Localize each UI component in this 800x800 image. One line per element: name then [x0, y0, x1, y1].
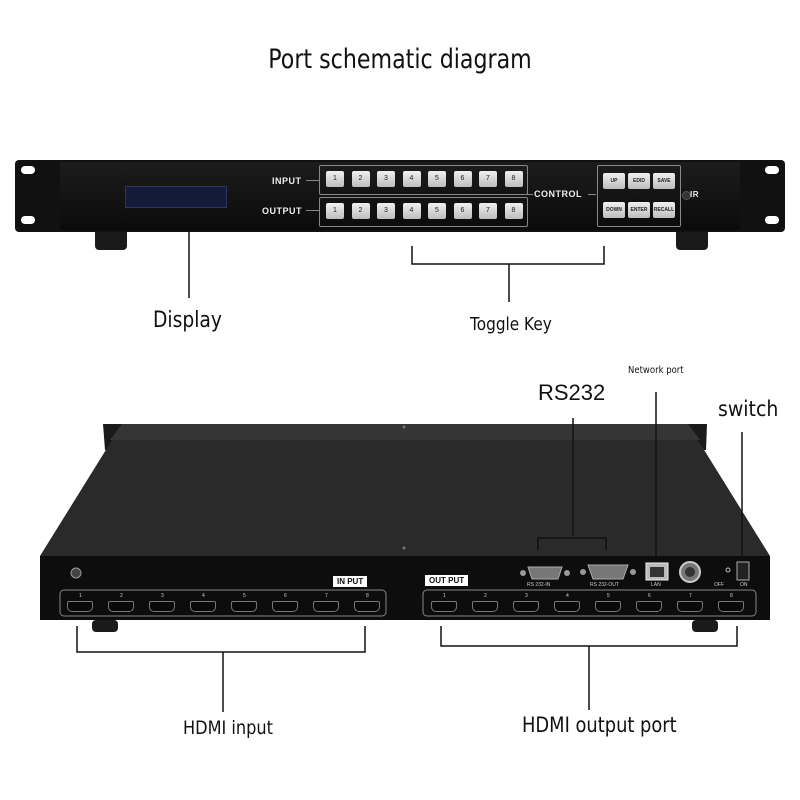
rs232-out-port [587, 564, 629, 580]
input-port-number: 6 [284, 593, 287, 599]
rear-top-surface [40, 424, 770, 556]
input-hdmi-port-4 [190, 601, 216, 612]
front-output-label: OUTPUT [262, 206, 302, 216]
ir-label: IR [690, 190, 699, 199]
output-hdmi-port-5 [595, 601, 621, 612]
callout-lines [76, 232, 743, 712]
input-port-number: 4 [202, 593, 205, 599]
output-key-5[interactable]: 5 [428, 203, 446, 219]
input-key-5[interactable]: 5 [428, 171, 446, 187]
rs232-out-label: RS 232-OUT [590, 582, 619, 588]
front-foot-right [676, 232, 708, 250]
input-hdmi-port-2 [108, 601, 134, 612]
page-title: Port schematic diagram [268, 44, 532, 75]
control-key-save[interactable]: SAVE [653, 173, 675, 189]
output-port-number: 2 [484, 593, 487, 599]
lcd-display [125, 186, 227, 208]
output-port-number: 1 [443, 593, 446, 599]
input-port-number: 5 [243, 593, 246, 599]
control-label: CONTROL [534, 189, 582, 199]
rear-output-label: OUT PUT [425, 575, 469, 586]
callout-toggle-key: Toggle Key [470, 314, 552, 335]
input-key-8[interactable]: 8 [504, 171, 523, 187]
input-port-number: 8 [366, 593, 369, 599]
callout-rs232: RS232 [538, 380, 606, 405]
power-switch [736, 561, 750, 581]
input-hdmi-port-6 [272, 601, 298, 612]
output-port-number: 6 [648, 593, 651, 599]
rs232-in-port [527, 566, 563, 580]
output-key-1[interactable]: 1 [326, 203, 344, 219]
output-hdmi-port-4 [554, 601, 580, 612]
input-key-7[interactable]: 7 [479, 171, 497, 187]
output-port-number: 3 [525, 593, 528, 599]
control-key-edid[interactable]: EDID [628, 173, 650, 189]
hdmi-output-frame [422, 589, 757, 617]
input-key-3[interactable]: 3 [377, 171, 395, 187]
hdmi-input-frame [59, 589, 387, 617]
rs232-in-label: RS 232-IN [527, 582, 551, 588]
output-port-number: 5 [607, 593, 610, 599]
output-hdmi-port-1 [431, 601, 457, 612]
output-key-6[interactable]: 6 [453, 203, 472, 219]
input-hdmi-port-5 [231, 601, 257, 612]
output-hdmi-port-2 [472, 601, 498, 612]
callout-display: Display [153, 308, 222, 333]
output-hdmi-port-7 [677, 601, 703, 612]
callout-switch: switch [718, 397, 779, 421]
callout-network-port: Network port [628, 365, 684, 376]
callout-hdmi-output-port: HDMI output port [522, 713, 677, 737]
ground-screw-icon [70, 567, 82, 579]
output-hdmi-port-3 [513, 601, 539, 612]
input-hdmi-port-8 [354, 601, 380, 612]
output-port-number: 4 [566, 593, 569, 599]
callout-hdmi-input: HDMI input [183, 717, 273, 739]
rear-input-label: IN PUT [333, 576, 368, 587]
switch-on-label: ON [740, 582, 748, 588]
front-foot-left [95, 232, 127, 250]
output-key-7[interactable]: 7 [479, 203, 497, 219]
input-key-6[interactable]: 6 [453, 171, 472, 187]
output-hdmi-port-6 [636, 601, 662, 612]
output-port-number: 8 [730, 593, 733, 599]
output-port-number: 7 [689, 593, 692, 599]
output-key-2[interactable]: 2 [351, 203, 370, 219]
control-key-down[interactable]: DOWN [603, 202, 625, 218]
input-key-2[interactable]: 2 [351, 171, 370, 187]
input-hdmi-port-1 [67, 601, 93, 612]
control-key-enter[interactable]: ENTER [628, 202, 650, 218]
input-hdmi-port-7 [313, 601, 339, 612]
input-port-number: 1 [79, 593, 82, 599]
input-hdmi-port-3 [149, 601, 175, 612]
front-input-label: INPUT [272, 176, 302, 186]
output-hdmi-port-8 [718, 601, 744, 612]
input-port-number: 3 [161, 593, 164, 599]
lan-label: LAN [651, 582, 661, 588]
input-key-4[interactable]: 4 [402, 171, 421, 187]
control-key-up[interactable]: UP [603, 173, 625, 189]
control-key-recall[interactable]: RECALL [653, 202, 675, 218]
input-key-1[interactable]: 1 [326, 171, 344, 187]
ir-sensor-icon [682, 191, 691, 200]
output-key-4[interactable]: 4 [402, 203, 421, 219]
output-key-3[interactable]: 3 [377, 203, 395, 219]
switch-off-label: OFF [714, 582, 724, 588]
output-key-8[interactable]: 8 [504, 203, 523, 219]
input-port-number: 2 [120, 593, 123, 599]
input-port-number: 7 [325, 593, 328, 599]
